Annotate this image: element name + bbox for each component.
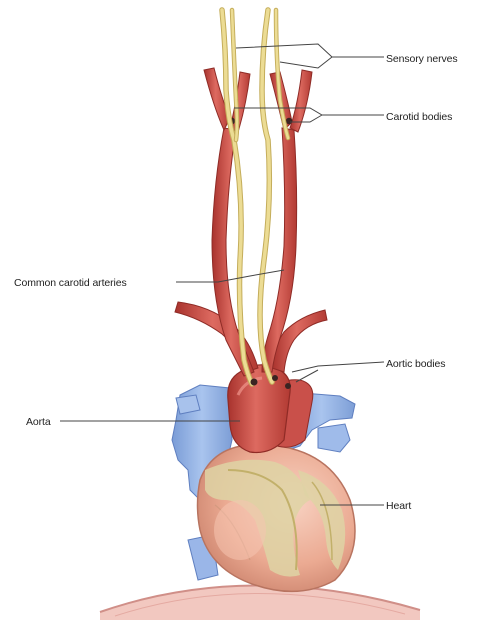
- arterial-branches: [175, 302, 327, 372]
- aorta: [228, 365, 290, 453]
- heart: [198, 444, 356, 591]
- leader-carotid-bodies: [234, 108, 384, 122]
- carotid-body-right: [286, 118, 292, 124]
- label-carotid-bodies: Carotid bodies: [386, 111, 452, 123]
- label-common-carotid-arteries: Common carotid arteries: [14, 277, 127, 289]
- leader-aortic-bodies: [292, 362, 384, 382]
- label-aorta: Aorta: [26, 416, 51, 428]
- label-aortic-bodies: Aortic bodies: [386, 358, 445, 370]
- label-sensory-nerves: Sensory nerves: [386, 53, 458, 65]
- leader-sensory-nerves: [236, 44, 384, 68]
- label-heart: Heart: [386, 500, 411, 512]
- leader-common-carotid: [176, 270, 284, 282]
- diaphragm: [100, 585, 420, 620]
